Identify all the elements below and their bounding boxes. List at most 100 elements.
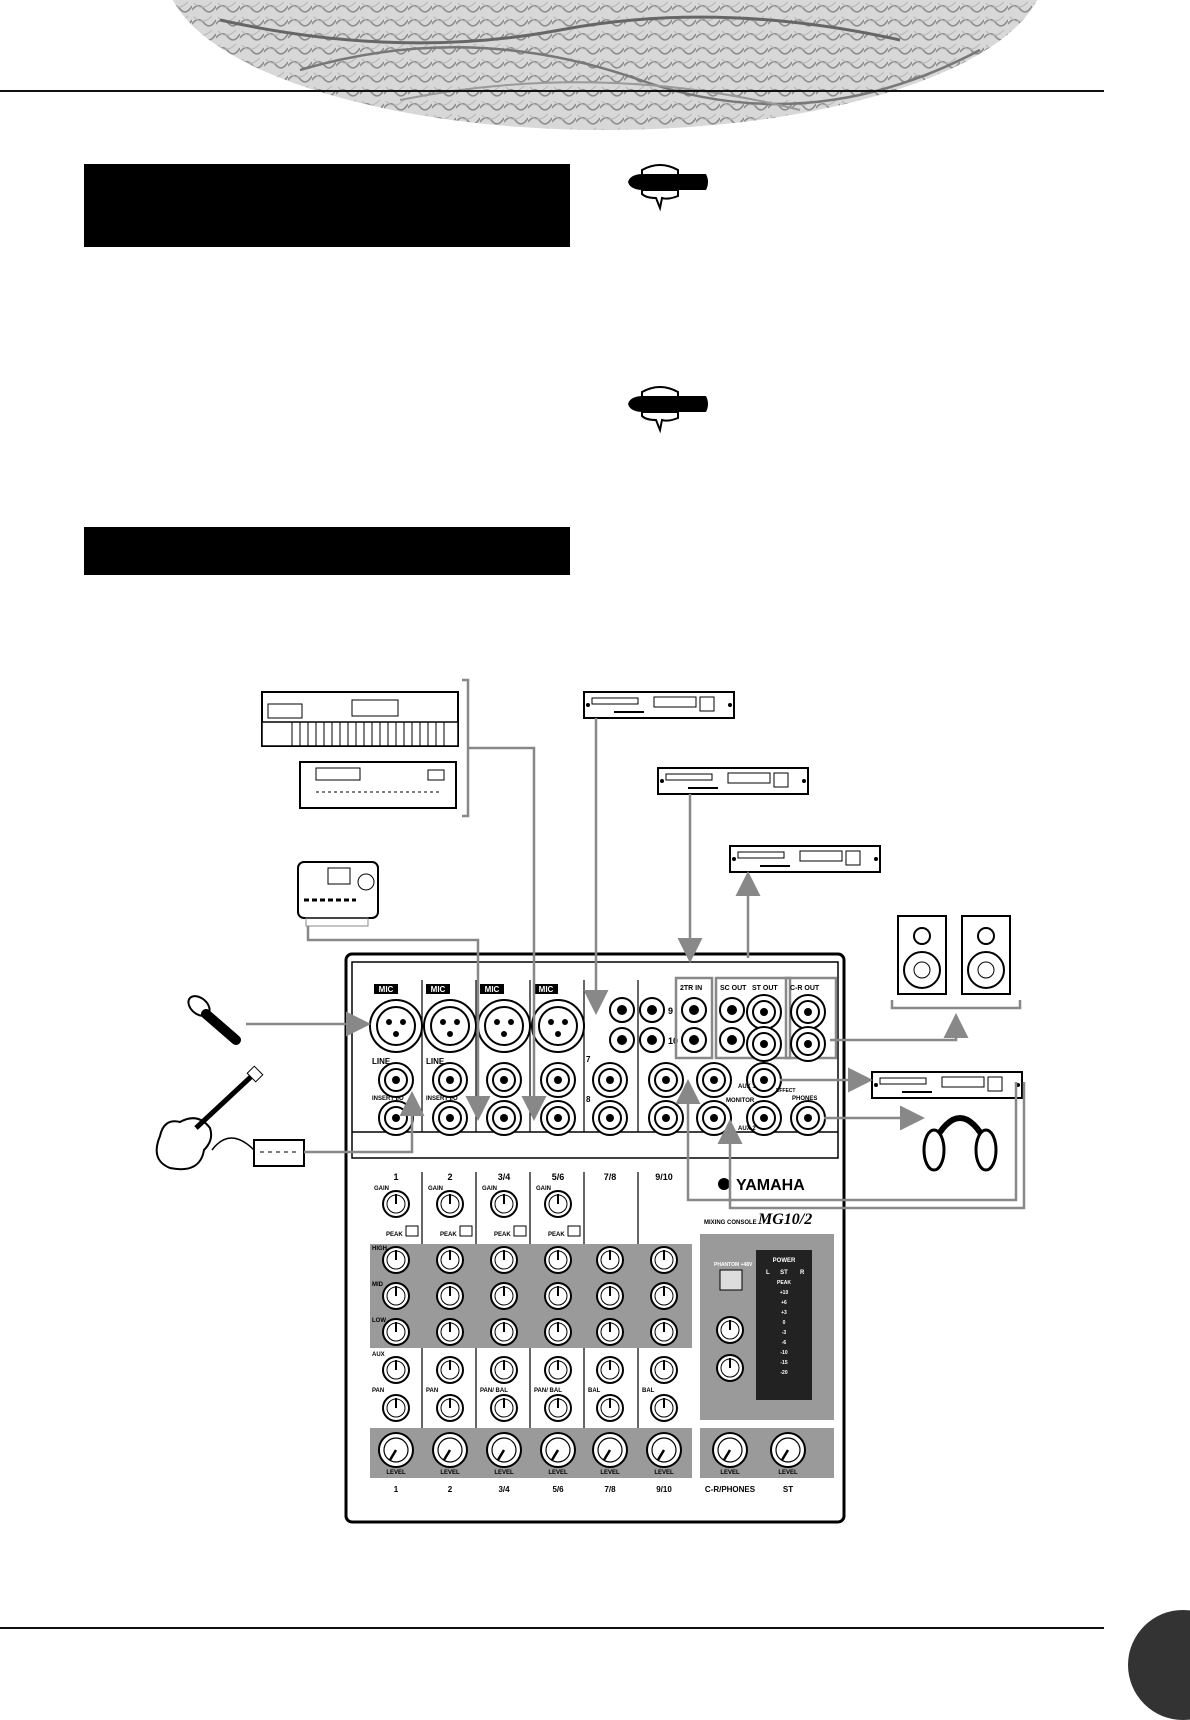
pan-knob[interactable] (597, 1395, 623, 1421)
cr-out-label: C-R OUT (790, 985, 820, 992)
line-input-ch6[interactable] (541, 1101, 575, 1135)
eq-mid-knob[interactable] (491, 1283, 517, 1309)
gain-knob[interactable] (545, 1191, 571, 1217)
xlr-input-ch3[interactable] (478, 1000, 530, 1052)
meter-scale-label: -10 (780, 1350, 787, 1356)
cr-out-l[interactable] (791, 995, 825, 1029)
pan-label: PAN (372, 1388, 384, 1394)
aux-knob[interactable] (383, 1357, 409, 1383)
level-knob[interactable] (433, 1433, 467, 1467)
peak-label: PEAK (440, 1232, 457, 1238)
rca-jack[interactable] (640, 998, 664, 1022)
eq-high-knob[interactable] (491, 1247, 517, 1273)
mic-tag-ch3: MIC (485, 985, 500, 994)
brand-logo: YAMAHA (736, 1177, 805, 1194)
cr-phones-label: C-R/PHONES (705, 1485, 756, 1494)
pan-knob[interactable] (651, 1395, 677, 1421)
eq-high-knob[interactable] (437, 1247, 463, 1273)
level-label: LEVEL (548, 1470, 568, 1476)
line-input-ch8[interactable] (593, 1101, 627, 1135)
eq-mid-knob[interactable] (597, 1283, 623, 1309)
eq-low-knob[interactable] (437, 1319, 463, 1345)
st-level-knob[interactable] (771, 1433, 805, 1467)
level-knob[interactable] (487, 1433, 521, 1467)
rca-2tr-l[interactable] (682, 998, 706, 1022)
xlr-input-ch1[interactable] (370, 1000, 422, 1052)
eq-high-knob[interactable] (651, 1247, 677, 1273)
eq-low-knob[interactable] (597, 1319, 623, 1345)
line-input-ch4[interactable] (487, 1101, 521, 1135)
meter-scale-label: -20 (780, 1370, 787, 1376)
eq-mid-knob[interactable] (437, 1283, 463, 1309)
drum-machine (298, 862, 378, 926)
st-out-r[interactable] (747, 1027, 781, 1061)
eq-high-knob[interactable] (597, 1247, 623, 1273)
pan-knob[interactable] (383, 1395, 409, 1421)
cr-level-knob[interactable] (713, 1433, 747, 1467)
gain-knob[interactable] (491, 1191, 517, 1217)
line-input-ch5[interactable] (541, 1063, 575, 1097)
level-knob[interactable] (541, 1433, 575, 1467)
peak-label: PEAK (494, 1232, 511, 1238)
insert-io-ch2[interactable] (433, 1101, 467, 1135)
mic-tag-ch2: MIC (431, 985, 446, 994)
eq-mid-knob[interactable] (545, 1283, 571, 1309)
monitor-label: MONITOR (726, 1098, 755, 1104)
line-input-ch1[interactable] (379, 1063, 413, 1097)
eq-low-knob[interactable] (651, 1319, 677, 1345)
rca-jack[interactable] (610, 1028, 634, 1052)
monitor-out-r[interactable] (697, 1101, 731, 1135)
eq-low-knob[interactable] (491, 1319, 517, 1345)
rca-sc-r[interactable] (720, 1028, 744, 1052)
2tr-st-knob[interactable] (717, 1317, 743, 1343)
meter-scale-label: +10 (780, 1290, 789, 1296)
gain-label: GAIN (482, 1186, 497, 1192)
gain-knob[interactable] (383, 1191, 409, 1217)
pan-label: PAN/ BAL (534, 1388, 562, 1394)
insert-io-ch1[interactable] (379, 1101, 413, 1135)
bal-label: BAL (588, 1388, 601, 1394)
eq-mid-knob[interactable] (651, 1283, 677, 1309)
line-input-ch10[interactable] (649, 1101, 683, 1135)
aux-knob[interactable] (437, 1357, 463, 1383)
level-knob[interactable] (379, 1433, 413, 1467)
phantom-switch[interactable] (720, 1270, 742, 1290)
line-input-ch3[interactable] (487, 1063, 521, 1097)
2tr-cr-knob[interactable] (717, 1355, 743, 1381)
aux2-label: AUX 2 (738, 1126, 756, 1132)
pan-knob[interactable] (545, 1395, 571, 1421)
eq-mid-knob[interactable] (383, 1283, 409, 1309)
aux-knob[interactable] (597, 1357, 623, 1383)
level-knob[interactable] (647, 1433, 681, 1467)
eq-high-knob[interactable] (545, 1247, 571, 1273)
st-out-l[interactable] (747, 995, 781, 1029)
level-knob[interactable] (593, 1433, 627, 1467)
aux-knob[interactable] (491, 1357, 517, 1383)
pan-knob[interactable] (491, 1395, 517, 1421)
synthesizer-keyboard (262, 692, 458, 746)
eq-low-knob[interactable] (383, 1319, 409, 1345)
gain-knob[interactable] (437, 1191, 463, 1217)
line-input-ch7[interactable] (593, 1063, 627, 1097)
aux-knob[interactable] (651, 1357, 677, 1383)
rca-jack[interactable] (640, 1028, 664, 1052)
monitor-speakers (892, 916, 1020, 1008)
xlr-input-ch4[interactable] (532, 1000, 584, 1052)
effect-label: EFFECT (776, 1088, 795, 1094)
manual-page: MIC MIC MIC MIC LINE LINE INSERT I/O INS… (0, 0, 1190, 1684)
line-input-ch9[interactable] (649, 1063, 683, 1097)
aux-knob[interactable] (545, 1357, 571, 1383)
eq-low-knob[interactable] (545, 1319, 571, 1345)
phones-jack[interactable] (791, 1101, 825, 1135)
channel-number-bottom: 3/4 (498, 1485, 510, 1494)
phones-label: PHONES (792, 1096, 817, 1102)
cr-out-r[interactable] (791, 1027, 825, 1061)
phantom-label: PHANTOM +48V (714, 1262, 753, 1268)
xlr-input-ch2[interactable] (424, 1000, 476, 1052)
rca-sc-l[interactable] (720, 998, 744, 1022)
line-input-ch2[interactable] (433, 1063, 467, 1097)
monitor-out-l[interactable] (697, 1063, 731, 1097)
pan-knob[interactable] (437, 1395, 463, 1421)
rca-jack[interactable] (610, 998, 634, 1022)
rca-2tr-r[interactable] (682, 1028, 706, 1052)
